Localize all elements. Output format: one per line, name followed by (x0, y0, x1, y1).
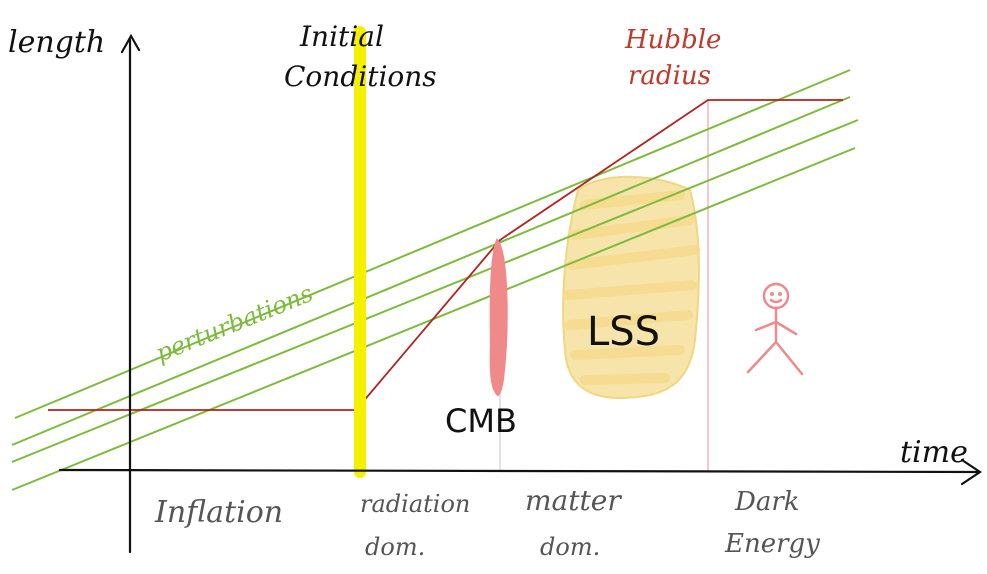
initial-conditions-label-line2: Conditions (284, 60, 437, 93)
lss-label: LSS (587, 309, 660, 355)
y-axis-arrow (120, 33, 141, 54)
x-axis (58, 468, 980, 474)
stick-figure-icon (746, 282, 804, 376)
era-matter-label-line1: matter (525, 484, 622, 517)
hubble-radius-label-line1: Hubble (624, 25, 721, 55)
x-axis-arrow (960, 458, 982, 486)
y-axis-label: length (8, 25, 105, 60)
era-matter-label-line2: dom. (540, 533, 600, 561)
era-radiation-label-line2: dom. (365, 533, 425, 561)
perturbation-lines (11, 69, 859, 491)
perturbations-label: perturbations (152, 279, 317, 367)
perturbation-line-3 (11, 119, 859, 463)
cmb-label: CMB (445, 402, 517, 440)
perturbation-line-1 (14, 69, 851, 419)
hubble-radius-label-line2: radius (628, 61, 711, 91)
axes (58, 33, 982, 554)
era-radiation-label-line1: radiation (360, 490, 470, 518)
era-dark-energy-label-line2: Energy (724, 529, 820, 559)
x-axis-label: time (900, 435, 968, 470)
era-inflation-label: Inflation (154, 495, 283, 530)
cmb-bar (489, 238, 508, 397)
hubble-radius-line (48, 99, 843, 411)
perturbation-line-2 (11, 96, 851, 446)
era-dark-energy-label-line1: Dark (734, 487, 800, 517)
initial-conditions-label-line1: Initial (299, 20, 384, 53)
lss-blob (562, 175, 700, 400)
